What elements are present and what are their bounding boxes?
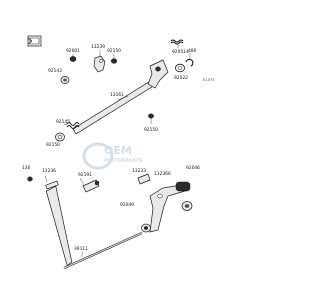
figure-id: E1372 xyxy=(203,78,214,82)
label-480: 480 xyxy=(188,48,197,54)
part-13161-shift-shaft xyxy=(72,59,169,135)
label-92150-b: 92150 xyxy=(46,142,60,148)
watermark-line1: OEM xyxy=(104,144,132,157)
label-39111: 39111 xyxy=(74,246,88,252)
label-92022: 92022 xyxy=(174,75,188,81)
part-92049 xyxy=(141,223,151,233)
label-132366: 132366 xyxy=(154,171,171,177)
label-13233: 13233 xyxy=(132,168,146,174)
front-direction-icon xyxy=(27,35,42,47)
label-130: 130 xyxy=(22,165,31,171)
watermark-line2: MOTORPARTS xyxy=(104,158,143,164)
part-92022 xyxy=(175,63,185,73)
exploded-parts-diagram: OEM MOTORPARTS E1372 xyxy=(22,35,214,270)
label-92001: 92001 xyxy=(66,48,80,54)
part-130 xyxy=(27,176,33,182)
label-92150-a: 92150 xyxy=(107,48,121,54)
part-92001 xyxy=(69,54,77,62)
label-92143: 92143 xyxy=(48,68,62,74)
part-39111-tie-rod xyxy=(45,185,143,270)
label-92049: 92049 xyxy=(120,202,134,208)
part-labels: 13239 92001 92150 920514 480 92143 92022… xyxy=(22,44,200,252)
label-92191: 92191 xyxy=(78,172,92,178)
part-13233 xyxy=(137,173,151,185)
part-92143 xyxy=(60,76,70,84)
part-920514 xyxy=(170,39,184,48)
part-13239 xyxy=(93,50,106,73)
part-132366-shift-pedal xyxy=(149,181,191,233)
part-13236 xyxy=(44,175,59,190)
label-92145: 92145 xyxy=(56,119,70,125)
part-92150-b xyxy=(55,132,65,142)
label-920514: 920514 xyxy=(172,49,189,55)
part-92191 xyxy=(79,177,100,193)
label-13239: 13239 xyxy=(91,44,105,50)
label-13236: 13236 xyxy=(42,168,56,174)
part-92046 xyxy=(181,201,193,211)
label-92150-c: 92150 xyxy=(144,127,158,133)
label-92046: 92046 xyxy=(186,165,200,171)
part-480 xyxy=(185,53,194,67)
part-92145 xyxy=(63,122,80,129)
watermark-logo: OEM MOTORPARTS xyxy=(82,142,143,170)
part-92150-c xyxy=(148,113,154,124)
label-13161: 13161 xyxy=(110,92,124,98)
part-92150-a xyxy=(110,54,118,64)
